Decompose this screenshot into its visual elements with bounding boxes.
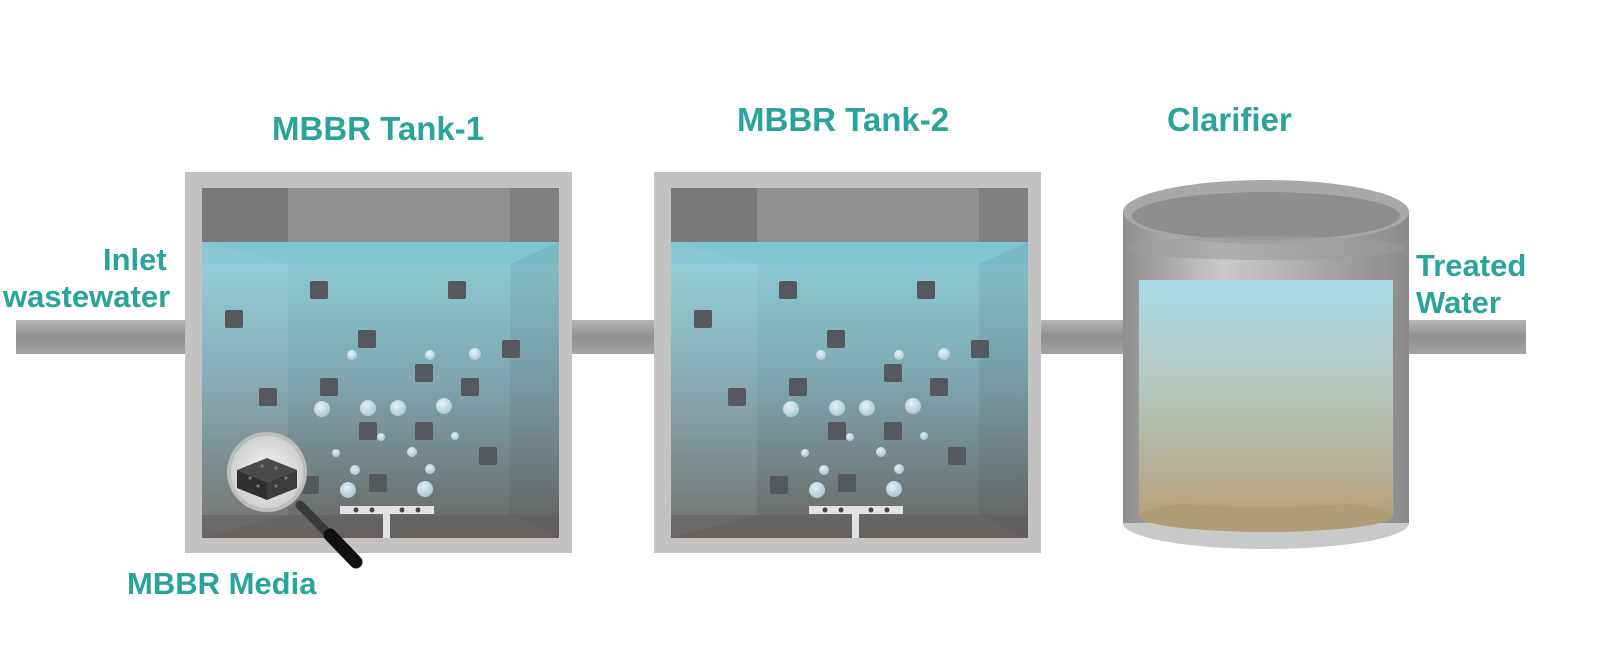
air-bubble — [920, 432, 928, 440]
air-bubble — [894, 464, 904, 474]
media-cube — [225, 310, 243, 328]
media-cube — [359, 422, 377, 440]
air-bubble — [829, 400, 845, 416]
media-cube — [728, 388, 746, 406]
media-cube — [461, 378, 479, 396]
tank-1-title: MBBR Tank-1 — [272, 110, 485, 147]
mbbr-tank-2 — [654, 172, 1041, 553]
air-bubble — [350, 465, 360, 475]
air-bubble — [819, 465, 829, 475]
media-cube — [827, 330, 845, 348]
clarifier-tank — [1123, 180, 1409, 549]
media-cube — [838, 474, 856, 492]
air-bubble — [876, 447, 886, 457]
air-bubble — [801, 449, 809, 457]
air-bubble — [469, 348, 481, 360]
media-cube — [415, 422, 433, 440]
media-cube — [884, 364, 902, 382]
air-bubble — [894, 350, 904, 360]
air-bubble — [377, 433, 385, 441]
outlet-pipe — [1400, 320, 1526, 354]
air-bubble — [783, 401, 799, 417]
air-bubble — [347, 350, 357, 360]
media-sponge-icon — [237, 458, 297, 500]
magnifier-icon — [227, 432, 363, 569]
media-cube — [971, 340, 989, 358]
aerator-icon — [809, 506, 903, 538]
air-bubble — [407, 447, 417, 457]
connector-pipe-1 — [570, 320, 658, 354]
air-bubble — [340, 482, 356, 498]
outlet-label-line-2: Water — [1416, 285, 1501, 320]
air-bubble — [905, 398, 921, 414]
air-bubble — [425, 464, 435, 474]
air-bubble — [846, 433, 854, 441]
air-bubble — [436, 398, 452, 414]
media-cube — [779, 281, 797, 299]
media-cube — [770, 476, 788, 494]
media-cube — [415, 364, 433, 382]
inlet-label-line-1: Inlet — [103, 242, 167, 277]
tank-1-media-and-bubbles — [225, 281, 520, 498]
media-cube — [502, 340, 520, 358]
media-cube — [369, 474, 387, 492]
air-bubble — [451, 432, 459, 440]
media-label: MBBR Media — [127, 566, 317, 601]
inlet-pipe — [16, 320, 190, 354]
media-cube — [310, 281, 328, 299]
media-cube — [358, 330, 376, 348]
media-cube — [789, 378, 807, 396]
media-cube — [448, 281, 466, 299]
air-bubble — [816, 350, 826, 360]
aerator-icon — [340, 506, 434, 538]
media-cube — [930, 378, 948, 396]
air-bubble — [938, 348, 950, 360]
media-cube — [259, 388, 277, 406]
connector-pipe-2 — [1040, 320, 1130, 354]
media-cube — [320, 378, 338, 396]
air-bubble — [859, 400, 875, 416]
tank-2-title: MBBR Tank-2 — [737, 101, 950, 138]
media-cube — [884, 422, 902, 440]
outlet-label-line-1: Treated — [1416, 248, 1527, 283]
clarifier-title: Clarifier — [1167, 101, 1292, 138]
media-cube — [694, 310, 712, 328]
air-bubble — [809, 482, 825, 498]
air-bubble — [332, 449, 340, 457]
air-bubble — [314, 401, 330, 417]
air-bubble — [417, 481, 433, 497]
inlet-label-line-2: wastewater — [3, 279, 171, 314]
media-cube — [828, 422, 846, 440]
media-cube — [948, 447, 966, 465]
air-bubble — [886, 481, 902, 497]
air-bubble — [390, 400, 406, 416]
air-bubble — [425, 350, 435, 360]
air-bubble — [360, 400, 376, 416]
tank-2-media-and-bubbles — [694, 281, 989, 498]
media-cube — [479, 447, 497, 465]
media-cube — [917, 281, 935, 299]
